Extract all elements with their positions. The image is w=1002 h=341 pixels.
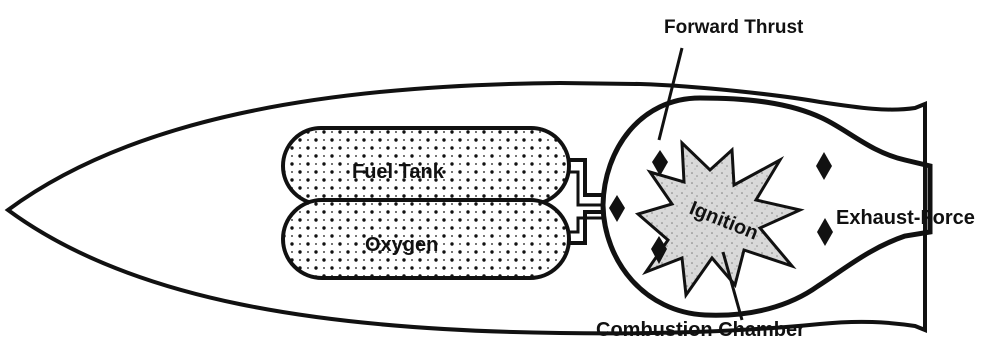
label-combustion-chamber: Combustion Chamber [596, 319, 805, 341]
forward-thrust-arrow-head-middle [609, 195, 625, 222]
fuel-feed-pipe [569, 160, 603, 195]
exhaust-arrow-head-top [816, 152, 832, 180]
label-exhaust-force: Exhaust-Force [836, 207, 975, 229]
label-forward-thrust: Forward Thrust [664, 17, 804, 38]
exhaust-arrow-head-bottom [817, 218, 833, 246]
label-oxygen: Oxygen [365, 234, 438, 256]
label-fuel-tank: Fuel Tank [352, 161, 445, 183]
forward-thrust-leader-line [659, 48, 682, 140]
